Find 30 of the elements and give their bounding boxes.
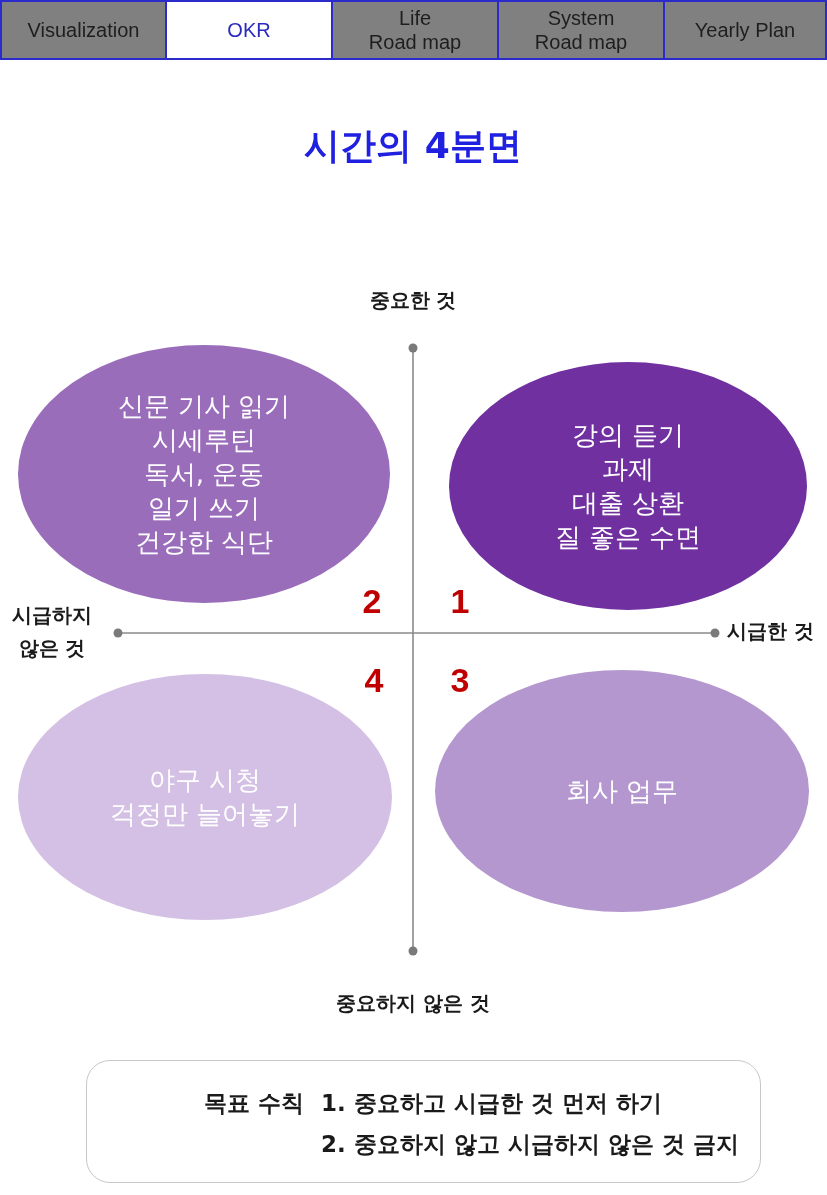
quadrant-number: 3 <box>450 662 470 698</box>
rules-heading: 목표 수칙 <box>204 1089 304 1118</box>
axis-label: 시급한 것 <box>727 617 814 645</box>
axis-label: 시급하지 않은 것 <box>11 602 93 662</box>
item-text: 질 좋은 수면 <box>554 521 702 554</box>
item-text: 건강한 식단 <box>134 526 274 559</box>
tab: OKR <box>165 0 333 60</box>
quadrant-number: 2 <box>362 583 382 619</box>
tab: Life Road map <box>331 0 499 60</box>
item-text: 걱정만 늘어놓기 <box>109 798 301 831</box>
quadrant-number: 4 <box>364 662 384 698</box>
axis-label: 중요하지 않은 것 <box>336 989 490 1017</box>
item-text: 강의 듣기 <box>571 419 685 452</box>
rule-text: 2. 중요하지 않고 시급하지 않은 것 금지 <box>321 1130 739 1159</box>
item-text: 일기 쓰기 <box>147 492 261 525</box>
tab: System Road map <box>497 0 665 60</box>
rules-panel <box>86 1060 761 1183</box>
tab: Yearly Plan <box>663 0 827 60</box>
item-text: 과제 <box>602 453 654 486</box>
item-text: 야구 시청 <box>148 764 262 797</box>
quadrant-number: 1 <box>450 583 470 619</box>
axis-label: 중요한 것 <box>369 286 457 314</box>
tab: Visualization <box>0 0 167 60</box>
item-text: 시세루틴 <box>152 424 256 457</box>
item-text: 회사 업무 <box>565 775 679 808</box>
item-text: 독서, 운동 <box>143 458 265 491</box>
item-text: 대출 상환 <box>571 487 685 520</box>
rule-text: 1. 중요하고 시급한 것 먼저 하기 <box>321 1089 662 1118</box>
title: 시간의 4분면 <box>304 123 522 168</box>
item-text: 신문 기사 읽기 <box>117 390 291 423</box>
